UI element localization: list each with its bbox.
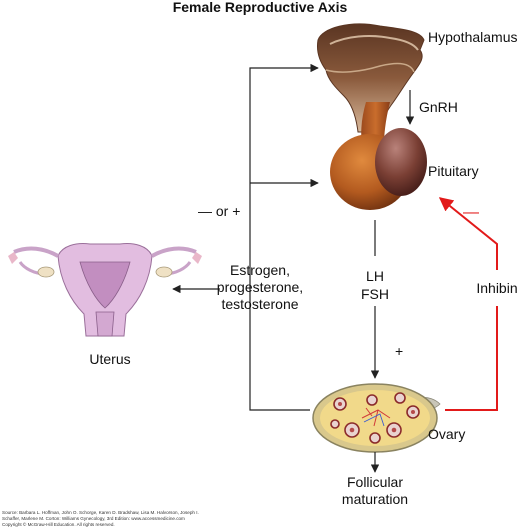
hypothalamus-illustration <box>317 23 425 133</box>
feedback-loop <box>172 63 319 411</box>
gnrh-label: GnRH <box>419 99 458 115</box>
fsh-label: FSH <box>361 286 389 302</box>
ovary-illustration <box>312 383 441 453</box>
lh-label: LH <box>366 268 384 284</box>
pituitary-illustration <box>330 102 427 210</box>
ovary-label: Ovary <box>428 426 466 442</box>
inhibin-sign-label: — <box>463 204 479 221</box>
inhibin-label: Inhibin <box>476 280 518 296</box>
diagram-title: Female Reproductive Axis <box>172 0 348 15</box>
follicular-label-line1: Follicular <box>346 474 403 490</box>
credit-line-2: Schaffer, Marlene M. Corton: Williams Gy… <box>2 516 185 521</box>
estrogen-label-line3: testosterone <box>221 296 299 312</box>
plus-label: + <box>395 343 404 359</box>
feedback-line <box>249 63 319 411</box>
uterus-label: Uterus <box>89 351 131 367</box>
posterior-pituitary <box>375 128 427 196</box>
credit-line-1: Source: Barbara L. Hoffman, John O. Scho… <box>2 510 199 515</box>
inhibin-loop <box>438 197 498 411</box>
credit-line-3: Copyright © McGraw-Hill Education. All r… <box>2 522 115 527</box>
follicular-label-line2: maturation <box>341 491 409 507</box>
hypothalamus-label: Hypothalamus <box>428 29 518 45</box>
pituitary-label: Pituitary <box>428 163 479 179</box>
estrogen-label-line2: progesterone, <box>216 279 304 295</box>
feedback-sign-label: — or + <box>198 203 241 219</box>
estrogen-label-line1: Estrogen, <box>230 262 290 278</box>
uterus-illustration <box>8 243 202 337</box>
